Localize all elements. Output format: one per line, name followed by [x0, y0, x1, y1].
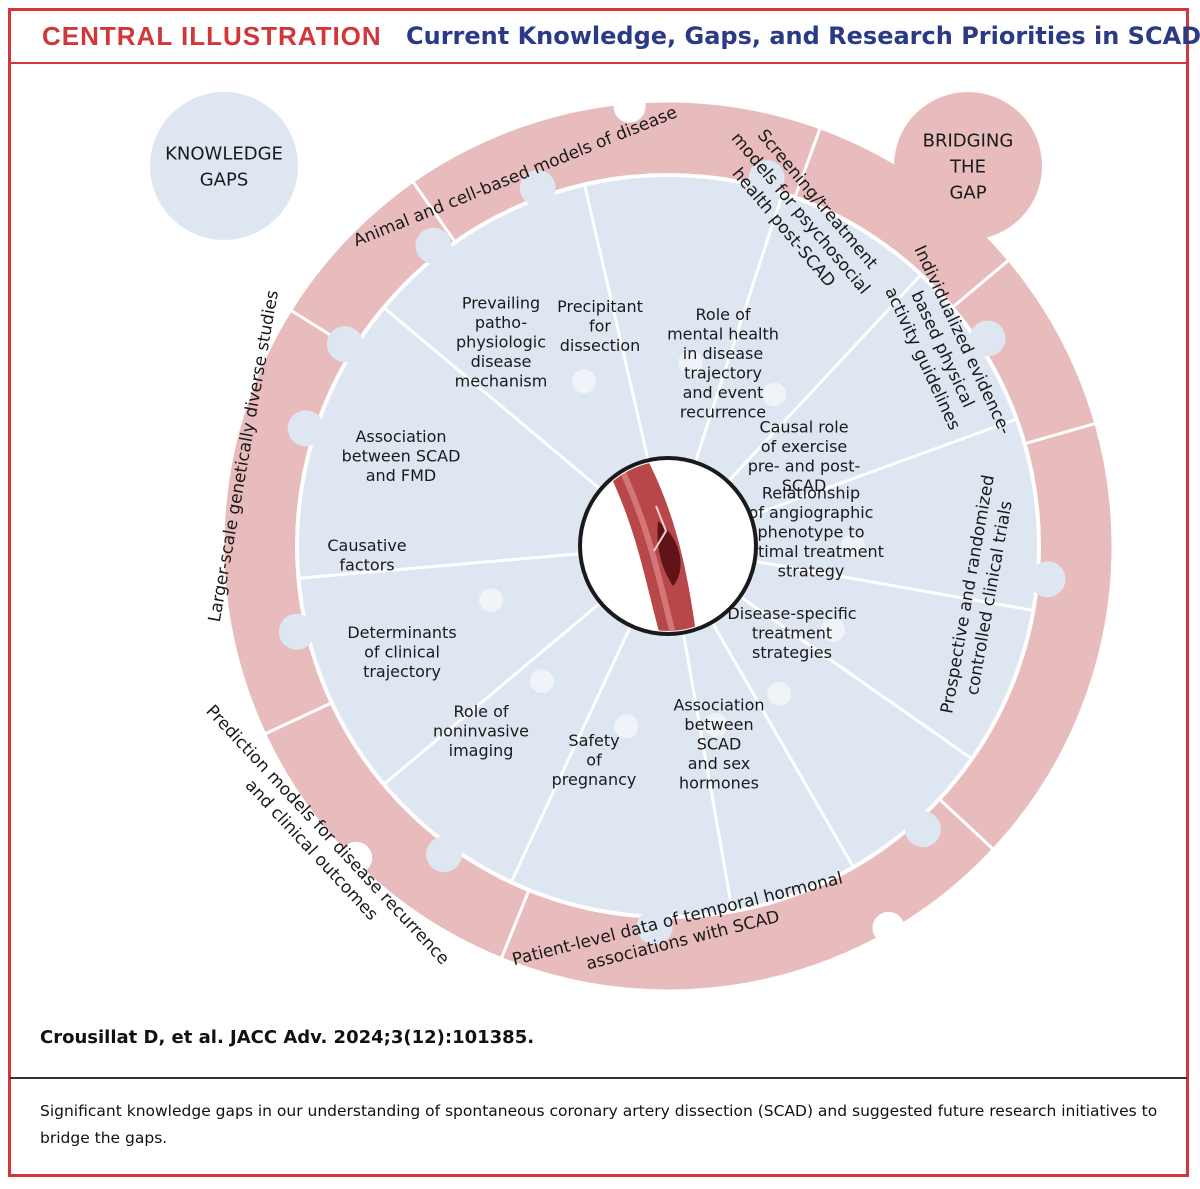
puzzle-knob-icon [287, 410, 324, 447]
puzzle-interlock-icon [479, 588, 504, 613]
bridging-the-gap-circle [894, 92, 1042, 240]
puzzle-knob-icon [426, 836, 463, 873]
figure-caption: Significant knowledge gaps in our unders… [40, 1102, 1158, 1147]
inner-divider [751, 559, 1032, 612]
outer-divider [794, 125, 823, 197]
inner-divider [510, 622, 634, 882]
inner-divider [709, 618, 854, 867]
puzzle-notch-icon [613, 90, 646, 123]
puzzle-interlock-icon [767, 681, 792, 706]
illustration-frame [8, 8, 1189, 1177]
puzzle-knob-icon [748, 159, 785, 196]
puzzle-interlock-icon [614, 714, 639, 739]
inner-divider [583, 186, 651, 464]
inner-divider [681, 629, 734, 910]
puzzle-interlock-icon [572, 369, 597, 394]
caption-divider [10, 1077, 1187, 1079]
puzzle-interlock-icon [841, 534, 865, 558]
inner-divider [384, 307, 604, 493]
puzzle-knob-icon [1029, 561, 1066, 598]
outer-divider [952, 257, 1012, 308]
inner-divider [384, 599, 604, 785]
knowledge-gaps-circle [150, 92, 298, 240]
puzzle-interlock-icon [762, 382, 787, 407]
puzzle-notch-icon [872, 911, 905, 944]
inner-divider [300, 551, 584, 580]
puzzle-interlock-icon [678, 350, 703, 375]
puzzle-knob-icon [326, 326, 363, 363]
illustration-title: Current Knowledge, Gaps, and Research Pr… [406, 22, 1200, 50]
outer-divider [499, 891, 530, 962]
outer-divider [262, 702, 331, 737]
header-bar: CENTRAL ILLUSTRATION Current Knowledge, … [10, 10, 1200, 64]
central-illustration-label: CENTRAL ILLUSTRATION [42, 21, 382, 51]
outer-divider [1026, 421, 1099, 445]
outer-divider [939, 799, 996, 852]
puzzle-interlock-icon [703, 712, 728, 737]
puzzle-knob-icon [904, 811, 941, 848]
outer-divider [410, 178, 456, 242]
puzzle-interlock-icon [820, 617, 845, 642]
inner-divider [692, 194, 784, 466]
citation: Crousillat D, et al. JACC Adv. 2024;3(12… [40, 1027, 535, 1048]
puzzle-knob-icon [969, 320, 1006, 357]
puzzle-notch-icon [340, 841, 373, 874]
inner-divider [747, 418, 1016, 519]
puzzle-knob-icon [278, 613, 315, 650]
inner-divider [736, 593, 972, 759]
artery-dissection-icon [578, 456, 758, 636]
puzzle-knob-icon [519, 169, 556, 206]
inner-divider [724, 275, 921, 485]
puzzle-interlock-icon [529, 669, 554, 694]
puzzle-knob-icon [415, 227, 452, 264]
puzzle-knob-icon [636, 908, 673, 945]
